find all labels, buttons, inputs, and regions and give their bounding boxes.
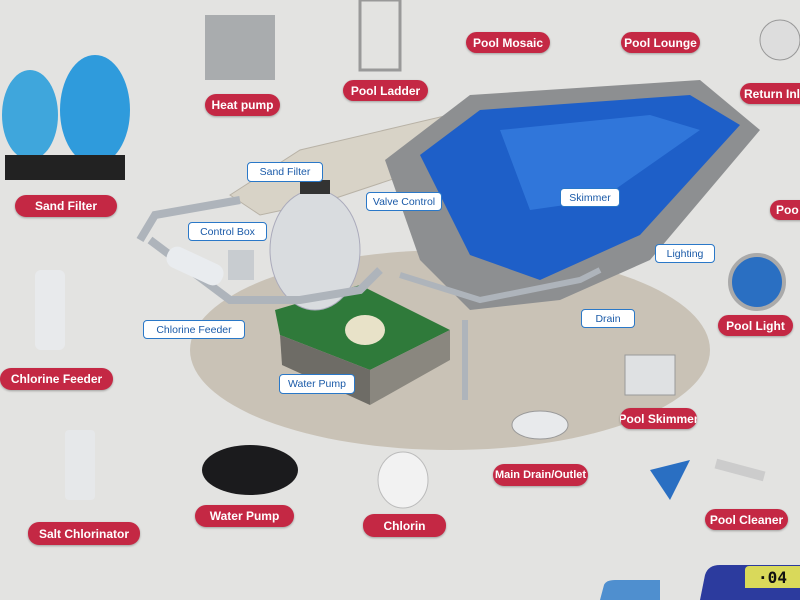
- label-water-pump: Water Pump: [195, 505, 294, 527]
- label-pool-lounge: Pool Lounge: [621, 32, 700, 53]
- diagram-label-water-pump: Water Pump: [279, 374, 355, 394]
- label-chlorine-feeder: Chlorine Feeder: [0, 368, 113, 390]
- pump: [345, 315, 385, 345]
- label-pool-skimmer: Pool Skimmer: [620, 408, 697, 429]
- label-return-inlet: Return Inlet: [740, 83, 800, 104]
- diagram-label-drain: Drain: [581, 309, 635, 328]
- diagram-label-lighting: Lighting: [655, 244, 715, 263]
- chlorine-feeder-unit: [166, 246, 224, 286]
- chlorin-product: [377, 451, 429, 509]
- label-pool-cut: Poo: [770, 200, 800, 220]
- heat-pump-product: [205, 15, 275, 80]
- label-sand-filter: Sand Filter: [15, 195, 117, 217]
- salt-chlorinator-product: [65, 430, 95, 500]
- diagram-label-control-box: Control Box: [188, 222, 267, 241]
- pipe: [136, 196, 241, 243]
- label-pool-mosaic: Pool Mosaic: [466, 32, 550, 53]
- page-number-tag: ·04: [745, 566, 800, 588]
- label-pool-light: Pool Light: [718, 315, 793, 336]
- return-inlet-product: [759, 19, 800, 61]
- main-drain-product: [511, 410, 569, 440]
- diagram-label-valve-control: Valve Control: [366, 192, 442, 211]
- diagram-label-sand-filter: Sand Filter: [247, 162, 323, 182]
- label-pool-ladder: Pool Ladder: [343, 80, 428, 101]
- pool-ladder-product: [358, 0, 402, 72]
- label-main-drain: Main Drain/Outlet: [493, 464, 588, 486]
- chlorine-feeder-product: [35, 270, 65, 350]
- label-chlorin: Chlorin: [363, 514, 446, 537]
- pool-skimmer-product: [624, 354, 676, 396]
- water-pump-product: [202, 445, 298, 495]
- pool-cleaner-product: [650, 460, 690, 500]
- pipe: [399, 267, 602, 304]
- sand-filter-product: [2, 70, 58, 160]
- diagram-label-chlorine-feeder: Chlorine Feeder: [143, 320, 245, 339]
- pool-light-product: [728, 253, 786, 311]
- pool-water-highlight: [500, 115, 700, 210]
- control-box-unit: [228, 250, 254, 280]
- diagram-label-skimmer: Skimmer: [560, 188, 620, 207]
- label-pool-cleaner: Pool Cleaner: [705, 509, 788, 530]
- label-salt-chlorinator: Salt Chlorinator: [28, 522, 140, 545]
- label-heat-pump: Heat pump: [205, 94, 280, 116]
